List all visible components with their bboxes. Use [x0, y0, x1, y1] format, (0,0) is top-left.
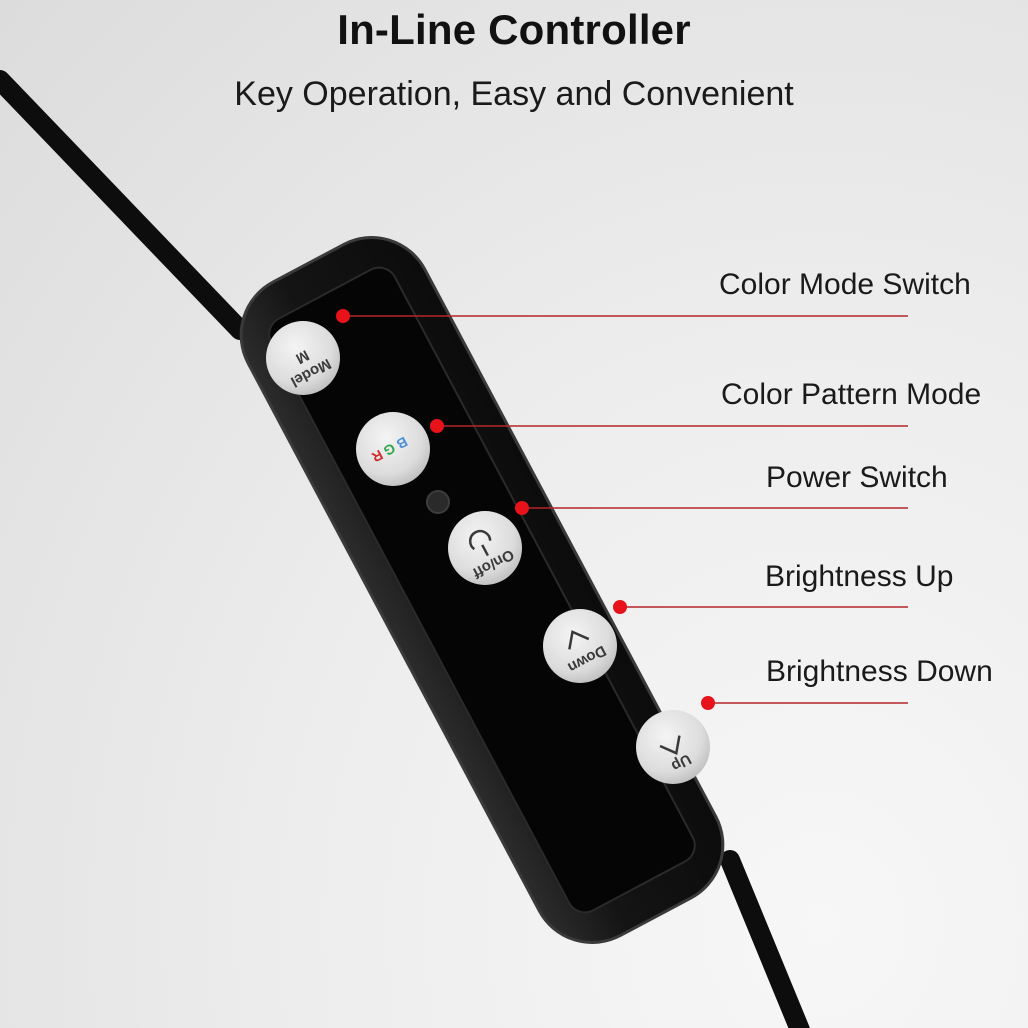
cable-bottom: [720, 850, 810, 1028]
power-icon: [468, 529, 492, 557]
button-up[interactable]: Up: [636, 710, 710, 784]
button-down[interactable]: Down: [543, 609, 617, 683]
button-power[interactable]: On/off: [448, 511, 522, 585]
leader-dot-color-mode: [336, 309, 350, 323]
controller-edge-highlight: [239, 236, 725, 944]
chevron-down-icon: [568, 630, 590, 650]
leader-dot-brightness-up: [613, 600, 627, 614]
page-title: In-Line Controller: [337, 6, 691, 53]
chevron-up-icon: [659, 735, 681, 755]
cable-top: [0, 70, 250, 340]
indicator-led: [426, 490, 450, 514]
callout-brightness-up: Brightness Up: [765, 560, 954, 593]
button-rgb[interactable]: B G R: [356, 412, 430, 486]
callout-color-mode-switch: Color Mode Switch: [719, 268, 971, 301]
leader-dot-color-pattern: [430, 419, 444, 433]
callout-brightness-down: Brightness Down: [766, 655, 993, 688]
callout-color-pattern-mode: Color Pattern Mode: [721, 378, 982, 411]
page-subtitle: Key Operation, Easy and Convenient: [0, 75, 1028, 114]
leader-dot-brightness-down: [701, 696, 715, 710]
callout-power-switch: Power Switch: [766, 461, 948, 494]
button-model[interactable]: M Model: [266, 321, 340, 395]
page-subtitle-text: Key Operation, Easy and Convenient: [234, 75, 794, 113]
leader-dot-power: [515, 501, 529, 515]
leader-lines: [336, 309, 908, 710]
